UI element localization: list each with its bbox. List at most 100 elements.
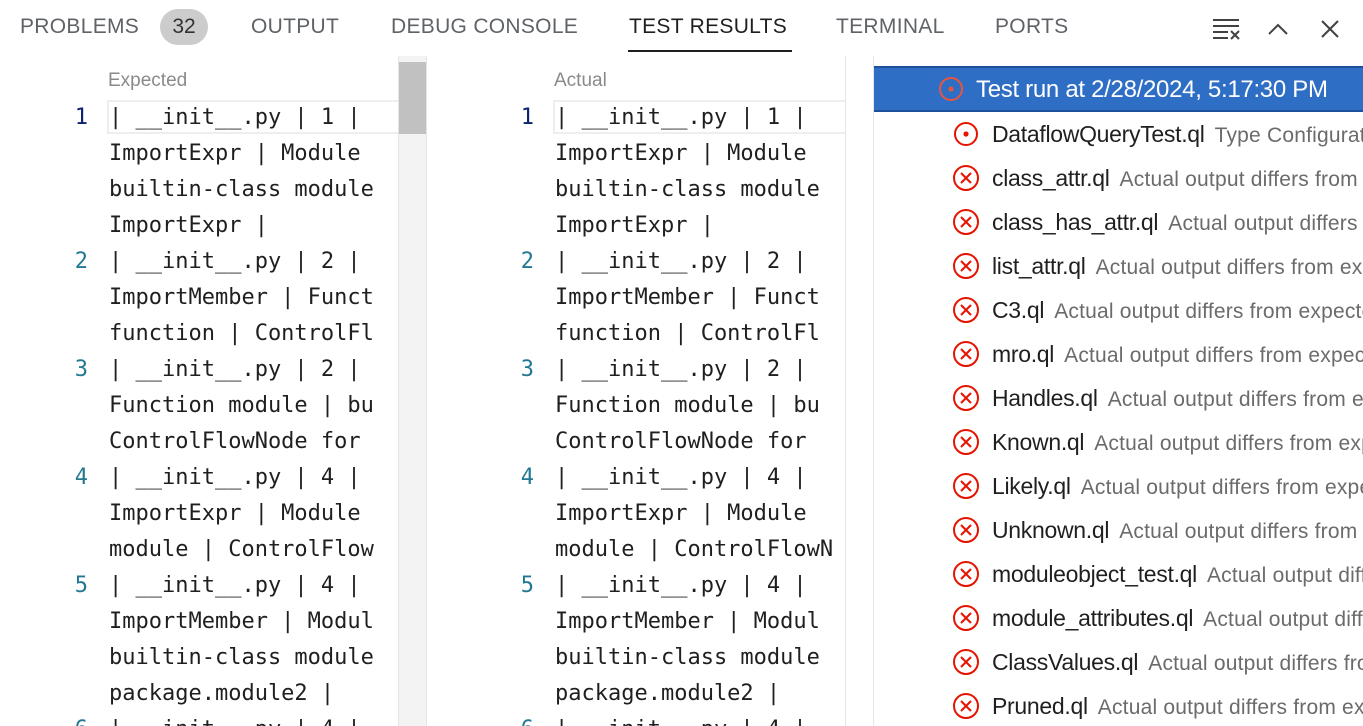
test-name-text: DataflowQueryTest.ql (992, 121, 1205, 147)
line-number: 2 (74, 249, 88, 274)
actual-header: Actual (554, 70, 607, 91)
expected-editor[interactable]: Expected 1| __init__.py | 1 |ImportExpr … (0, 56, 426, 726)
code-line[interactable]: | __init__.py | 1 | (555, 105, 807, 130)
code-line[interactable]: ImportExpr | Module (555, 501, 807, 526)
code-line[interactable]: ImportExpr | (555, 213, 714, 238)
code-line[interactable]: | __init__.py | 2 | (109, 249, 361, 274)
code-line[interactable]: ImportExpr | Module (555, 141, 807, 166)
tab-terminal[interactable]: TERMINAL (836, 15, 945, 38)
line-number: 6 (494, 712, 534, 726)
code-line[interactable]: ImportMember | Funct (109, 285, 374, 310)
tab-output[interactable]: OUTPUT (251, 15, 340, 38)
expected-scrollbar[interactable] (398, 56, 426, 726)
test-failed-icon (951, 383, 981, 413)
test-message: Actual output differs from expected (1080, 476, 1363, 499)
actual-scrollbar[interactable] (845, 56, 873, 726)
test-failed-icon (951, 647, 981, 677)
code-line[interactable]: | __init__.py | 2 | (555, 249, 807, 274)
tab-debug-console[interactable]: DEBUG CONSOLE (391, 15, 579, 38)
test-run-row[interactable]: Test run at 2/28/2024, 5:17:30 PM (874, 66, 1363, 112)
test-failed-icon (951, 691, 981, 721)
code-line[interactable]: | __init__.py | 4 | (555, 573, 807, 598)
test-run-text: Test run at 2/28/2024, 5:17:30 PM (976, 76, 1328, 103)
code-line[interactable]: | __init__.py | 4 | (555, 712, 807, 726)
test-name-text: mro.ql (992, 341, 1055, 367)
line-number: 1 (74, 105, 88, 130)
expected-scrollbar-thumb[interactable] (399, 62, 426, 134)
code-line[interactable]: ControlFlowNode for (555, 429, 807, 454)
code-line[interactable]: Function module | bu (555, 393, 820, 418)
code-line[interactable]: ImportMember | Funct (555, 285, 820, 310)
code-line[interactable]: package.module2 | (555, 681, 781, 706)
code-line[interactable]: module | ControlFlowN (555, 537, 834, 562)
actual-editor[interactable]: Actual 1| __init__.py | 1 |ImportExpr | … (427, 56, 873, 726)
code-line[interactable]: Function module | bu (109, 393, 374, 418)
code-line[interactable]: | __init__.py | 4 | (555, 465, 807, 490)
code-line[interactable]: | __init__.py | 4 | (109, 465, 361, 490)
close-icon[interactable] (1315, 14, 1345, 44)
test-pending-icon (951, 119, 981, 149)
code-line[interactable]: | __init__.py | 2 | (109, 357, 361, 382)
test-failed-icon (951, 603, 981, 633)
test-name: Handles.ql Actual output differs from exp… (992, 385, 1363, 412)
test-name-text: Known.ql (992, 429, 1085, 455)
code-line[interactable]: ImportExpr | Module (109, 501, 361, 526)
chevron-up-icon[interactable] (1263, 14, 1293, 44)
clear-all-icon[interactable] (1211, 14, 1241, 44)
test-name-text: class_attr.ql (992, 165, 1110, 191)
tab-ports[interactable]: PORTS (995, 15, 1069, 38)
code-line[interactable]: | __init__.py | 1 | (109, 105, 361, 130)
tab-problems[interactable]: PROBLEMS (20, 15, 140, 38)
test-message: Actual output differs from expected (1094, 432, 1363, 455)
tab-test-results[interactable]: TEST RESULTS (629, 15, 788, 38)
code-line[interactable]: ImportMember | Modul (555, 609, 820, 634)
test-message: Actual output differs from expected (1148, 652, 1363, 675)
code-line[interactable]: package.module2 | (109, 681, 335, 706)
test-result-row[interactable]: Handles.ql Actual output differs from exp… (874, 377, 1363, 419)
code-line[interactable]: builtin-class module (555, 645, 820, 670)
code-line[interactable]: function | ControlFl (109, 321, 374, 346)
code-line[interactable]: | __init__.py | 4 | (109, 712, 361, 726)
code-line[interactable]: builtin-class module (555, 177, 820, 202)
code-line[interactable]: | __init__.py | 2 | (555, 357, 807, 382)
code-line[interactable]: | __init__.py | 4 | (109, 573, 361, 598)
test-result-row[interactable]: Known.ql Actual output differs from expec… (874, 421, 1363, 463)
code-line[interactable]: module | ControlFlow (109, 537, 374, 562)
test-message: Actual output differs from expected (1095, 256, 1363, 279)
code-line[interactable]: function | ControlFl (555, 321, 820, 346)
test-name-text: ClassValues.ql (992, 649, 1139, 675)
code-line[interactable]: builtin-class module (109, 177, 374, 202)
test-message: Actual output differs from expected (1107, 388, 1363, 411)
active-tab-indicator (628, 50, 792, 52)
code-line[interactable]: ImportExpr | Module (109, 141, 361, 166)
test-result-row[interactable]: ClassValues.ql Actual output differs from… (874, 641, 1363, 683)
code-line[interactable]: ImportMember | Modul (109, 609, 374, 634)
code-line[interactable]: builtin-class module (109, 645, 374, 670)
code-line[interactable]: ControlFlowNode for (109, 429, 361, 454)
test-run-label: Test run at 2/28/2024, 5:17:30 PM (976, 76, 1328, 104)
test-name-text: Handles.ql (992, 385, 1098, 411)
line-number: 5 (520, 573, 534, 598)
code-line[interactable]: ImportExpr | (109, 213, 268, 238)
panel-tab-bar: PROBLEMS 32 OUTPUT DEBUG CONSOLE TEST RE… (0, 0, 1363, 56)
test-message: Actual output differs from expected (1054, 300, 1363, 323)
